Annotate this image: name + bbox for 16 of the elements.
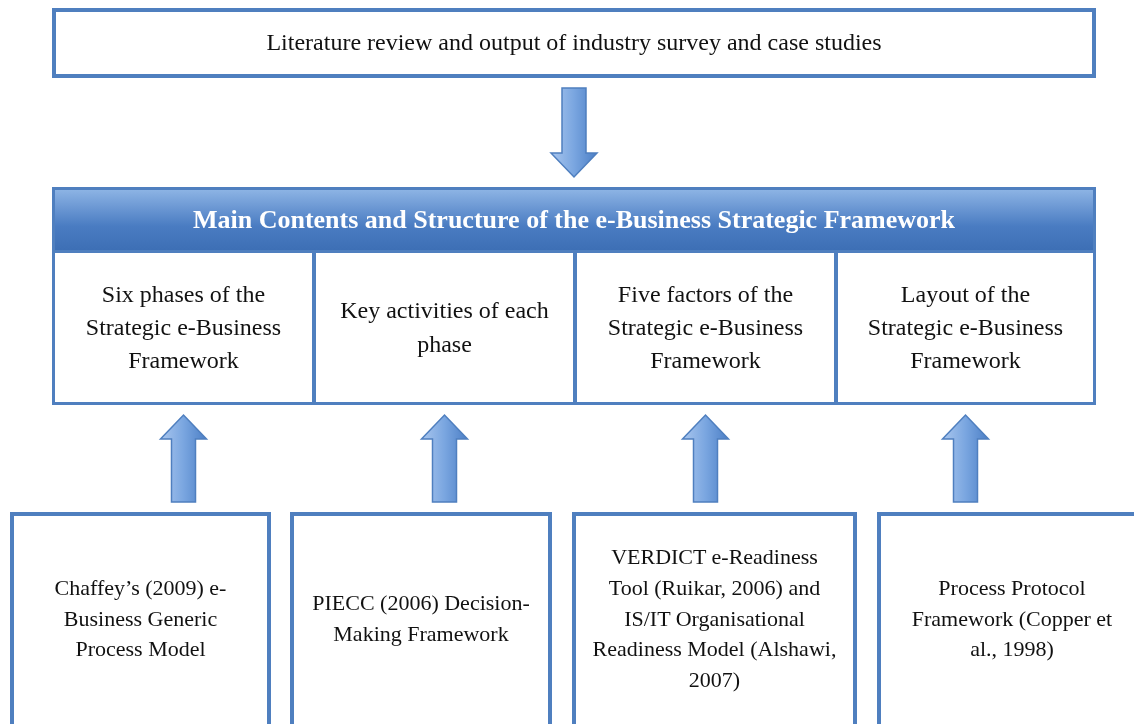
source-box: VERDICT e-Readiness Tool (Ruikar, 2006) and IS/IT Organisational Readiness Model (Alshawi, 2007) bbox=[572, 512, 857, 724]
block-arrow bbox=[549, 87, 599, 179]
source-box: Literature review and output of industry survey and case studies bbox=[52, 8, 1096, 78]
content-cell: Five factors of the Strategic e-Business Framework bbox=[574, 250, 837, 405]
source-box: Chaffey’s (2009) e-Business Generic Process Model bbox=[10, 512, 271, 724]
content-cell: Key activities of each phase bbox=[313, 250, 576, 405]
block-arrow bbox=[419, 413, 470, 503]
content-cell: Six phases of the Strategic e-Business Framework bbox=[52, 250, 315, 405]
source-box: Process Protocol Framework (Copper et al., 1998) bbox=[877, 512, 1134, 724]
source-box: PIECC (2006) Decision-Making Framework bbox=[290, 512, 552, 724]
block-arrow bbox=[158, 413, 209, 503]
framework-panel bbox=[52, 187, 1096, 405]
panel-header: Main Contents and Structure of the e-Business Strategic Framework bbox=[55, 190, 1093, 250]
block-arrow bbox=[680, 413, 731, 503]
block-arrow bbox=[940, 413, 991, 503]
content-cell: Layout of the Strategic e-Business Framework bbox=[835, 250, 1096, 405]
